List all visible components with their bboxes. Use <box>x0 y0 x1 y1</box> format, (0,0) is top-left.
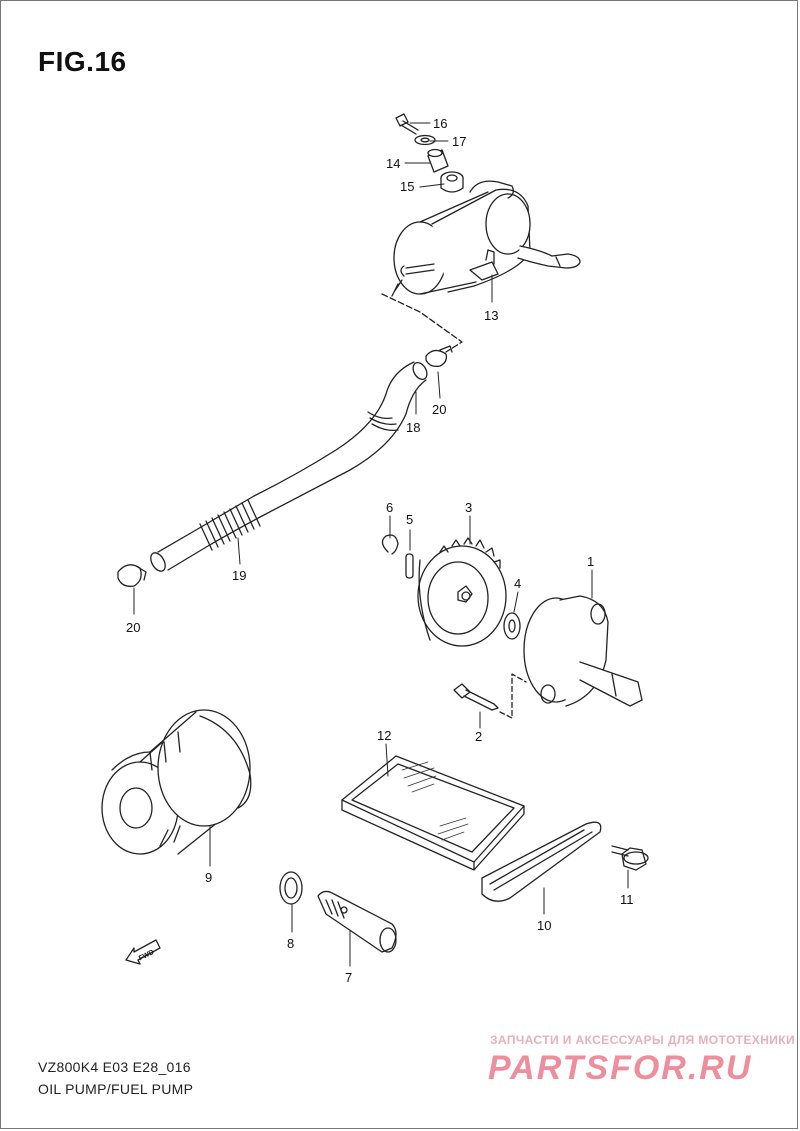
part-label-14: 14 <box>386 156 400 171</box>
oil-pump-body <box>523 595 643 707</box>
grommet <box>440 171 464 193</box>
watermark-logo: PARTSFOR.RU <box>488 1049 753 1087</box>
part-label-20-upper: 20 <box>432 402 446 417</box>
part-label-7: 7 <box>345 970 352 985</box>
part-label-1: 1 <box>587 554 594 569</box>
hose-clamp-upper <box>425 345 453 368</box>
part-label-16: 16 <box>433 116 447 131</box>
watermark-tagline: ЗАПЧАСТИ И АКСЕССУАРЫ ДЛЯ МОТОТЕХНИКИ <box>490 1033 796 1047</box>
fuel-pump <box>391 180 581 297</box>
thrust-washer <box>503 612 521 640</box>
breather-hose <box>150 495 263 572</box>
fwd-direction-arrow <box>125 939 161 965</box>
part-label-19: 19 <box>232 568 246 583</box>
part-label-10: 10 <box>537 918 551 933</box>
part-label-4: 4 <box>514 576 521 591</box>
leader-lines <box>133 122 629 967</box>
part-label-15: 15 <box>400 179 414 194</box>
model-code: VZ800K4 E03 E28_016 <box>38 1059 191 1075</box>
part-label-20-lower: 20 <box>126 620 140 635</box>
fuel-hose <box>253 361 428 517</box>
figure-caption: OIL PUMP/FUEL PUMP <box>38 1081 194 1097</box>
strainer-gasket <box>481 821 602 902</box>
bolt <box>395 113 419 135</box>
part-label-2: 2 <box>475 729 482 744</box>
part-label-6: 6 <box>386 500 393 515</box>
oil-pump-gear <box>417 537 507 647</box>
figure-title: FIG.16 <box>38 46 127 77</box>
part-label-5: 5 <box>406 512 413 527</box>
washer <box>414 134 436 146</box>
part-label-13: 13 <box>484 308 498 323</box>
collar <box>427 148 449 173</box>
oil-union-bolt <box>317 890 397 953</box>
circlip <box>381 534 399 555</box>
oil-strainer <box>341 755 525 871</box>
part-label-11: 11 <box>620 892 634 907</box>
oil-filter <box>101 709 252 855</box>
pin <box>405 553 414 579</box>
pump-mounting-bolt <box>453 683 499 711</box>
part-label-17: 17 <box>452 134 466 149</box>
strainer-bolt <box>611 845 649 871</box>
drain-plug-washer <box>279 871 303 905</box>
part-label-8: 8 <box>287 936 294 951</box>
part-label-12: 12 <box>377 728 391 743</box>
part-label-3: 3 <box>465 500 472 515</box>
part-label-9: 9 <box>205 870 212 885</box>
hose-clamp-lower <box>117 564 147 587</box>
part-label-18: 18 <box>406 420 420 435</box>
